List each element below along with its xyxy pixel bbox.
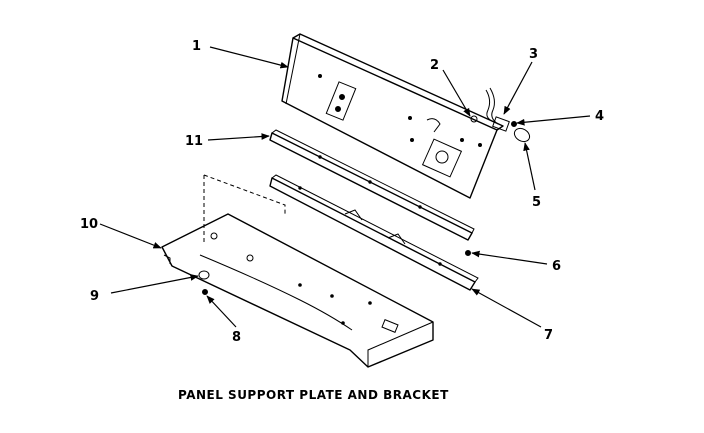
callout-11: 11 [185, 134, 203, 149]
washer-part-9 [198, 270, 210, 280]
panel-support-plate [161, 213, 434, 368]
callout-10: 10 [80, 217, 98, 232]
callout-1: 1 [192, 39, 201, 54]
callout-5: 5 [532, 195, 541, 210]
leader-lines [99, 46, 591, 328]
callout-labels: 1 2 3 4 5 6 7 8 9 10 11 [80, 39, 604, 345]
callout-2: 2 [430, 58, 439, 73]
callout-8: 8 [232, 330, 241, 345]
lower-bracket [269, 174, 479, 291]
alignment-lines [203, 174, 286, 242]
control-panel [281, 33, 504, 199]
switch-assembly [470, 87, 531, 143]
callout-3: 3 [529, 47, 538, 62]
callout-4: 4 [595, 109, 604, 124]
diagram-title: PANEL SUPPORT PLATE AND BRACKET [178, 388, 449, 402]
screw-part-6 [465, 250, 471, 256]
screw-part-8 [202, 289, 208, 295]
callout-7: 7 [544, 328, 553, 343]
callout-6: 6 [552, 259, 561, 274]
upper-bracket [269, 129, 475, 241]
callout-9: 9 [90, 289, 99, 304]
